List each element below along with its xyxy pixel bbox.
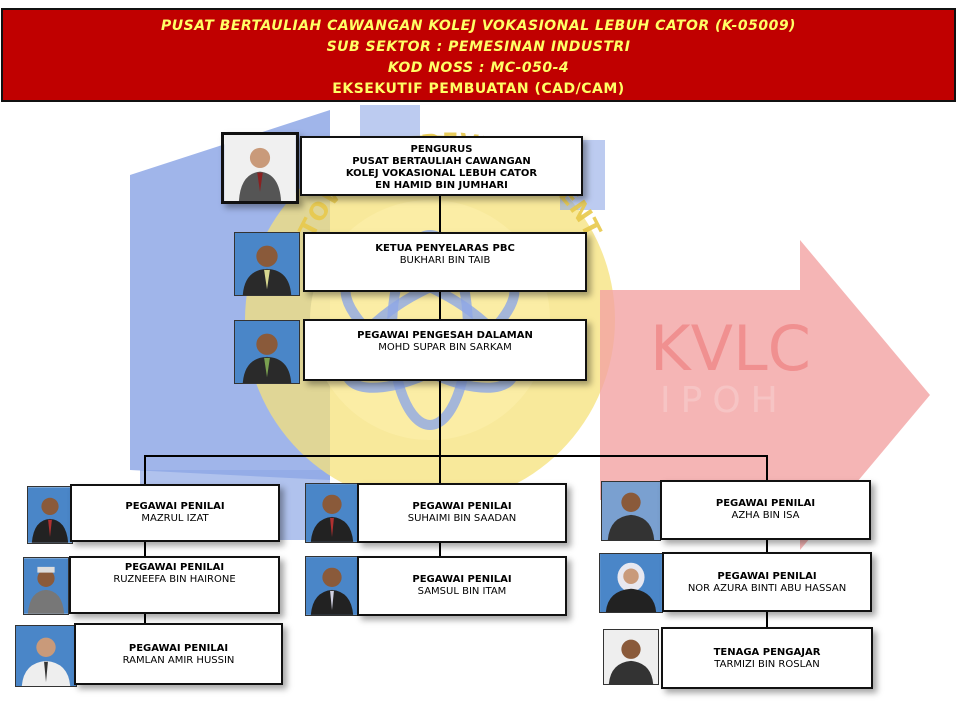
watermark-logo-ipoh: IPOH xyxy=(660,380,788,421)
assessor-photo xyxy=(27,486,73,544)
coordinator-photo xyxy=(234,232,300,296)
assessor-role: PEGAWAI PENILAI xyxy=(717,571,817,582)
assessor-role: PEGAWAI PENILAI xyxy=(715,498,816,509)
header-line-1: PUSAT BERTAULIAH CAWANGAN KOLEJ VOKASION… xyxy=(161,18,796,34)
manager-box: PENGURUS PUSAT BERTAULIAH CAWANGAN KOLEJ… xyxy=(300,136,583,196)
coordinator-name: BUKHARI BIN TAIB xyxy=(399,255,491,266)
assessor-role: PEGAWAI PENILAI xyxy=(124,562,225,573)
assessor-box: PEGAWAI PENILAI RUZNEEFA BIN HAIRONE xyxy=(69,556,280,614)
connector-col1-b xyxy=(144,613,146,625)
assessor-name: SAMSUL BIN ITAM xyxy=(417,586,507,597)
assessor-role: PEGAWAI PENILAI xyxy=(125,501,225,512)
assessor-photo xyxy=(305,556,359,616)
watermark-logo-kvlc: KVLC xyxy=(650,312,811,385)
verifier-photo xyxy=(234,320,300,384)
header-banner: PUSAT BERTAULIAH CAWANGAN KOLEJ VOKASION… xyxy=(1,8,956,102)
instructor-role: TENAGA PENGAJAR xyxy=(713,647,821,658)
header-line-4: EKSEKUTIF PEMBUATAN (CAD/CAM) xyxy=(332,81,625,97)
verifier-name: MOHD SUPAR BIN SARKAM xyxy=(378,342,512,353)
assessor-photo xyxy=(599,553,663,613)
assessor-box: PEGAWAI PENILAI NOR AZURA BINTI ABU HASS… xyxy=(662,552,872,612)
manager-line-2: PUSAT BERTAULIAH CAWANGAN xyxy=(352,156,531,167)
assessor-box: PEGAWAI PENILAI AZHA BIN ISA xyxy=(660,480,871,540)
manager-photo xyxy=(221,132,299,204)
connector-col1-drop xyxy=(144,455,146,485)
assessor-name: RUZNEEFA BIN HAIRONE xyxy=(113,574,236,585)
connector-col3-b xyxy=(766,610,768,628)
assessor-name: AZHA BIN ISA xyxy=(731,510,800,521)
assessor-role: PEGAWAI PENILAI xyxy=(412,501,512,512)
coordinator-box: KETUA PENYELARAS PBC BUKHARI BIN TAIB xyxy=(303,232,587,292)
assessor-name: NOR AZURA BINTI ABU HASSAN xyxy=(687,583,847,594)
assessor-role: PEGAWAI PENILAI xyxy=(128,643,229,654)
assessor-role: PEGAWAI PENILAI xyxy=(412,574,512,585)
instructor-name: TARMIZI BIN ROSLAN xyxy=(714,659,820,670)
connector-col3-a xyxy=(766,538,768,554)
assessor-photo xyxy=(23,557,69,615)
header-line-2: SUB SEKTOR : PEMESINAN INDUSTRI xyxy=(326,39,631,55)
assessor-name: RAMLAN AMIR HUSSIN xyxy=(122,655,235,666)
assessor-photo xyxy=(601,481,661,541)
assessor-name: SUHAIMI BIN SAADAN xyxy=(407,513,517,524)
connector-col3-drop xyxy=(766,455,768,482)
assessor-photo xyxy=(15,625,77,687)
watermark-red-arrow xyxy=(600,240,930,550)
connector-col2-a xyxy=(439,541,441,557)
header-line-3: KOD NOSS : MC-050-4 xyxy=(387,60,570,76)
verifier-role: PEGAWAI PENGESAH DALAMAN xyxy=(357,330,533,341)
manager-role: PENGURUS xyxy=(410,144,473,155)
coordinator-role: KETUA PENYELARAS PBC xyxy=(375,243,515,254)
verifier-box: PEGAWAI PENGESAH DALAMAN MOHD SUPAR BIN … xyxy=(303,319,587,381)
assessor-name: MAZRUL IZAT xyxy=(141,513,209,524)
assessor-photo xyxy=(305,483,359,543)
assessor-box: PEGAWAI PENILAI MAZRUL IZAT xyxy=(70,484,280,542)
instructor-photo xyxy=(603,629,659,685)
instructor-box: TENAGA PENGAJAR TARMIZI BIN ROSLAN xyxy=(661,627,873,689)
assessor-box: PEGAWAI PENILAI SAMSUL BIN ITAM xyxy=(357,556,567,616)
manager-line-3: KOLEJ VOKASIONAL LEBUH CATOR xyxy=(345,168,538,179)
assessor-box: PEGAWAI PENILAI RAMLAN AMIR HUSSIN xyxy=(74,623,283,685)
manager-name: EN HAMID BIN JUMHARI xyxy=(375,180,508,191)
assessor-box: PEGAWAI PENILAI SUHAIMI BIN SAADAN xyxy=(357,483,567,543)
connector-horizontal xyxy=(144,455,768,457)
connector-col1-a xyxy=(144,541,146,557)
connector-col2-drop xyxy=(439,455,441,485)
